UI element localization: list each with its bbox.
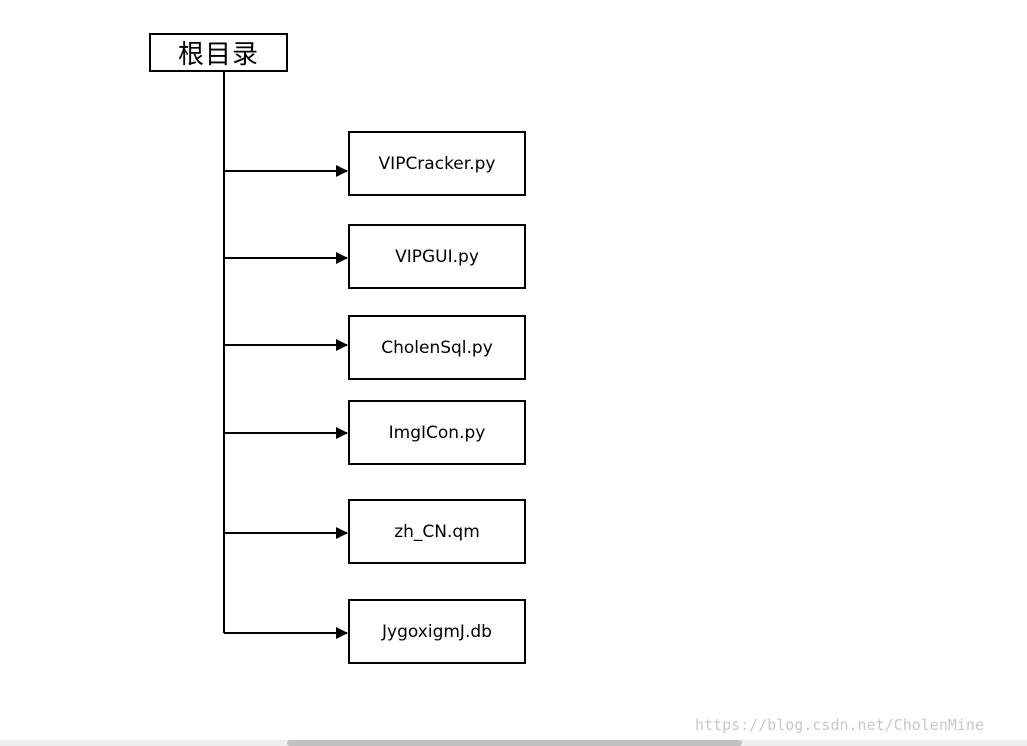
file-node: VIPGUI.py [348, 224, 526, 289]
file-node: CholenSql.py [348, 315, 526, 380]
horizontal-scrollbar-thumb[interactable] [287, 740, 742, 746]
file-node: JygoxigmJ.db [348, 599, 526, 664]
root-directory-node: 根目录 [149, 33, 288, 72]
file-node: ImgICon.py [348, 400, 526, 465]
file-node: zh_CN.qm [348, 499, 526, 564]
watermark-text: https://blog.csdn.net/CholenMine [695, 716, 984, 734]
file-node: VIPCracker.py [348, 131, 526, 196]
